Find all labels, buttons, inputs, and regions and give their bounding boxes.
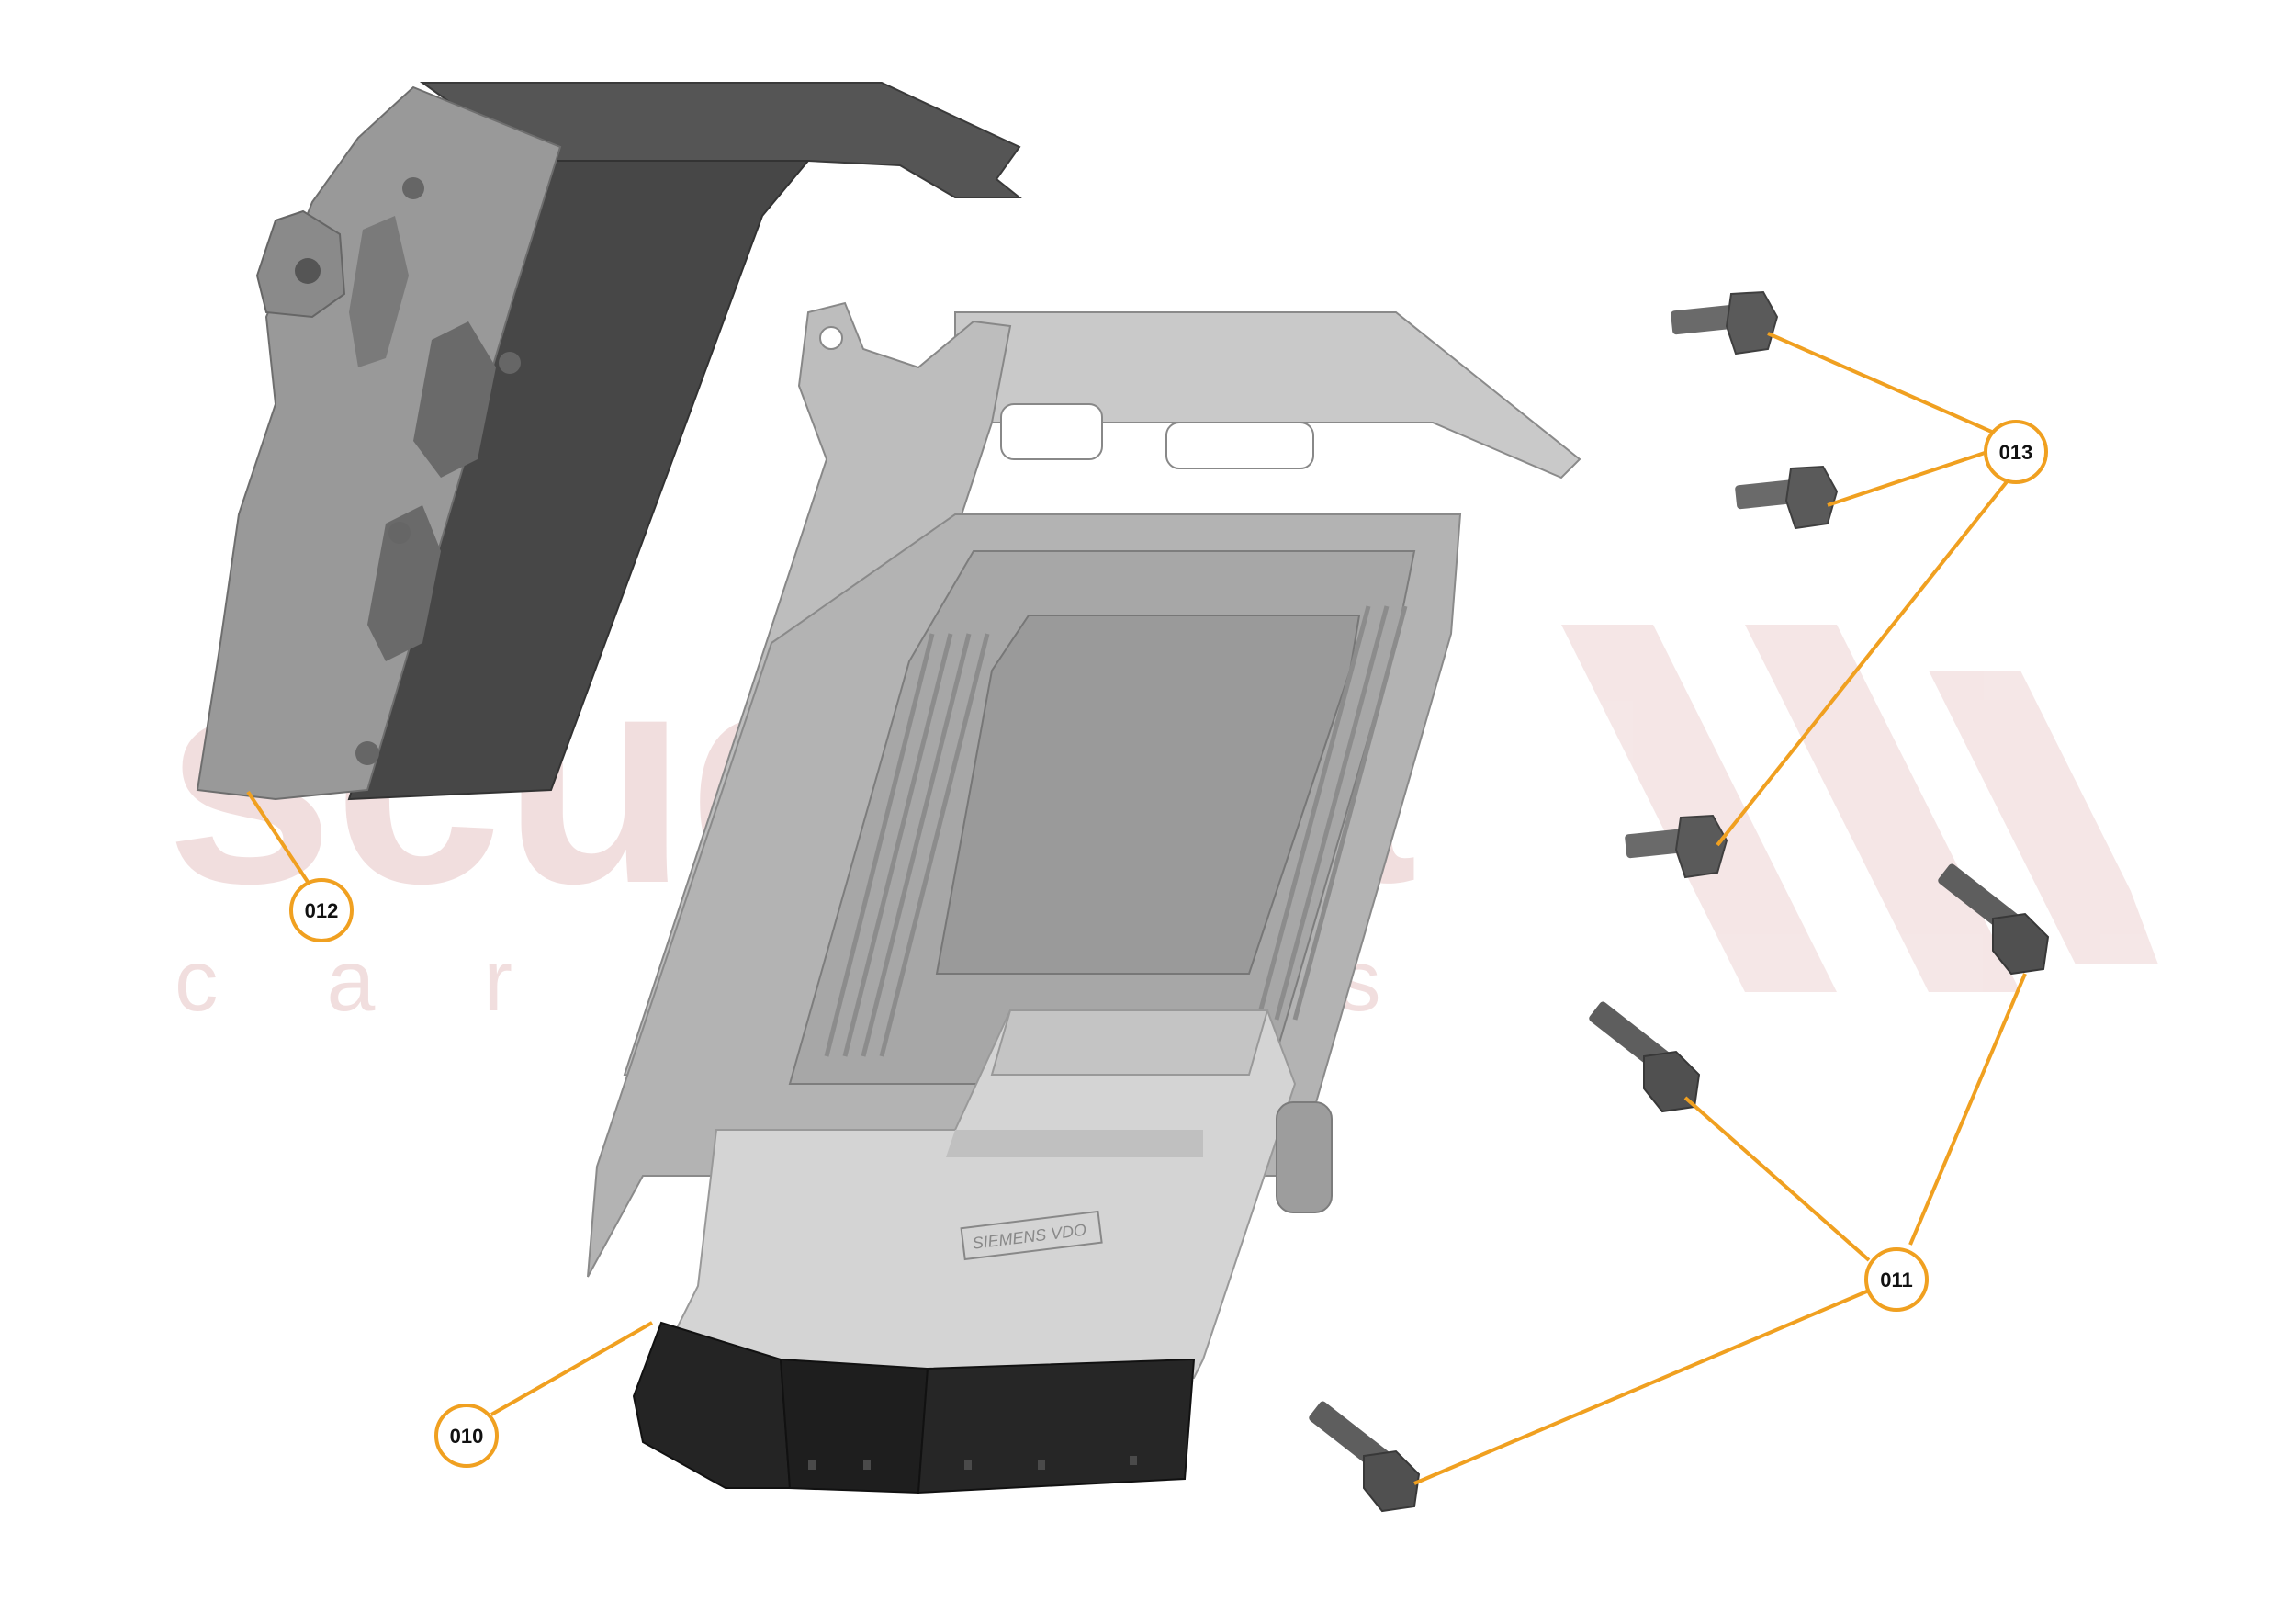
callout-011-label: 011 xyxy=(1880,1269,1913,1291)
stud-bolt-2 xyxy=(1735,465,1839,530)
flange-bolt-1 xyxy=(1938,863,2050,976)
flange-bolt-3 xyxy=(1309,1401,1421,1513)
callout-013[interactable]: 013 xyxy=(1984,420,2048,484)
flange-bolt-2 xyxy=(1589,1001,1701,1113)
callout-010-label: 010 xyxy=(450,1425,484,1448)
callout-012[interactable]: 012 xyxy=(289,878,354,942)
heat-shield-bracket xyxy=(196,82,1022,801)
callout-012-label: 012 xyxy=(305,899,339,922)
callout-013-label: 013 xyxy=(1999,441,2033,464)
stud-bolt-1 xyxy=(1671,290,1779,355)
stud-bolt-3 xyxy=(1625,814,1728,879)
ecu-module: SIEMENS VDO xyxy=(587,513,1462,1494)
stud-bolts xyxy=(1625,290,1839,879)
watermark-checker-flag xyxy=(1561,625,2158,992)
leader-lines xyxy=(246,332,2027,1485)
callout-010[interactable]: 010 xyxy=(434,1404,499,1468)
callout-011[interactable]: 011 xyxy=(1864,1247,1929,1312)
